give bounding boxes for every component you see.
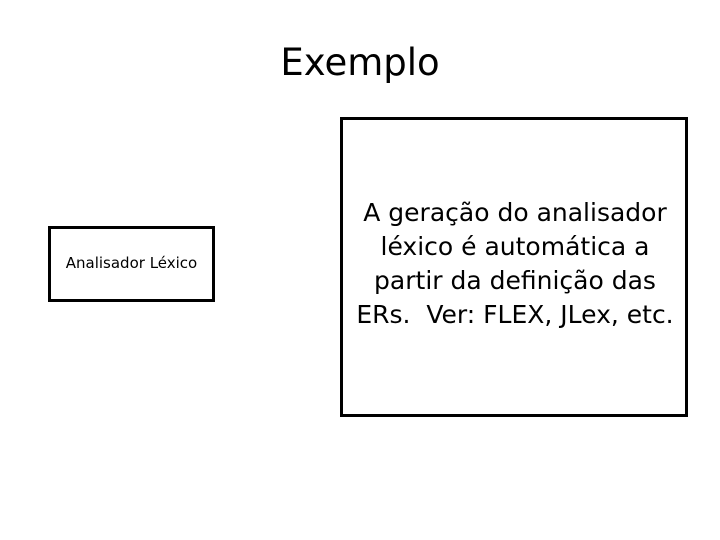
description-line-4: ERs. Ver: FLEX, JLex, etc. (356, 300, 674, 329)
description-line-1: A geração do analisador (363, 198, 667, 227)
analisador-lexico-line-2: Léxico (149, 254, 198, 273)
description-line-3: partir da definição das (374, 266, 656, 295)
description-line-2: léxico é automática a (380, 232, 650, 261)
analisador-lexico-line-1: Analisador (65, 254, 145, 273)
description-box-text: A geração do analisador léxico é automát… (341, 196, 689, 332)
analisador-lexico-box-text: Analisador Léxico (66, 254, 197, 274)
analisador-lexico-box[interactable]: Analisador Léxico (48, 226, 215, 302)
page-title: Exemplo (280, 41, 440, 84)
description-box[interactable]: A geração do analisador léxico é automát… (340, 117, 688, 417)
